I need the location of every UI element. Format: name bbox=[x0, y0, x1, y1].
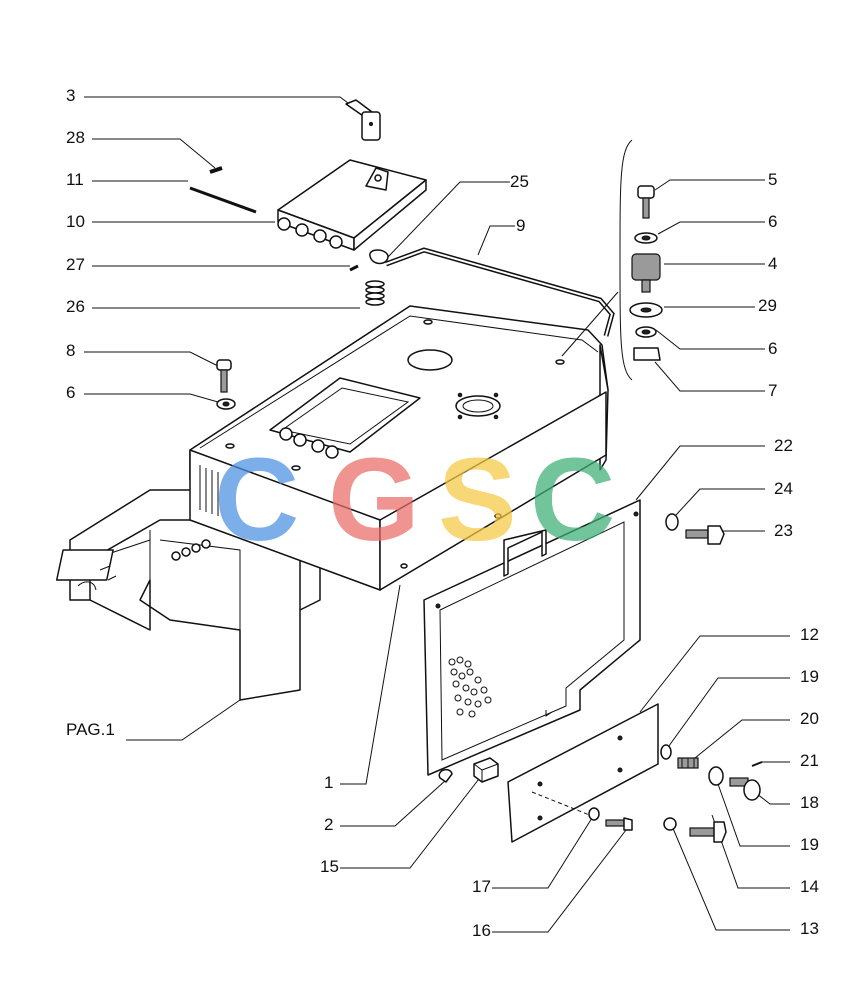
callout-27: 27 bbox=[66, 255, 85, 274]
part-3-lever-pin bbox=[345, 99, 381, 141]
leader-13 bbox=[671, 825, 790, 931]
callout-9: 9 bbox=[516, 216, 526, 235]
callout-15: 15 bbox=[320, 857, 339, 876]
leader-25 bbox=[387, 181, 510, 258]
part-19-washer-a bbox=[660, 744, 672, 760]
leader-28 bbox=[92, 138, 216, 169]
part-24-washer bbox=[665, 513, 679, 531]
callout-10: 10 bbox=[66, 212, 85, 231]
callout-14: 14 bbox=[800, 877, 819, 896]
part-8-bolt bbox=[216, 359, 232, 393]
part-4-rubber-mount bbox=[631, 253, 661, 281]
leader-20 bbox=[689, 719, 790, 763]
part-16-screw bbox=[605, 817, 633, 831]
part-5-bolt bbox=[637, 185, 655, 199]
part-13-nut bbox=[663, 817, 677, 831]
door-perforation bbox=[448, 656, 492, 718]
callout-19-bottom: 19 bbox=[800, 835, 819, 854]
leader-3 bbox=[84, 96, 361, 113]
part-2-clip bbox=[438, 768, 453, 783]
callout-6-left: 6 bbox=[66, 383, 76, 402]
callout-12: 12 bbox=[800, 625, 819, 644]
callout-7: 7 bbox=[768, 381, 778, 400]
leader-6a bbox=[84, 393, 219, 403]
callout-24: 24 bbox=[774, 479, 793, 498]
watermark-letter-s: S bbox=[438, 434, 517, 566]
leader-pag1 bbox=[126, 699, 241, 741]
part-21-pin bbox=[751, 761, 763, 767]
callout-pag1: PAG.1 bbox=[66, 720, 115, 739]
callout-6-top: 6 bbox=[768, 212, 778, 231]
callout-4: 4 bbox=[768, 254, 778, 273]
callout-22: 22 bbox=[774, 436, 793, 455]
callout-2: 2 bbox=[324, 815, 334, 834]
part-15-catch bbox=[473, 757, 499, 783]
part-14-screw bbox=[689, 821, 727, 843]
watermark-letter-c1: C bbox=[214, 434, 299, 566]
part-17-washer bbox=[588, 807, 600, 821]
part-27-pin bbox=[349, 264, 359, 272]
leader-2 bbox=[340, 779, 447, 827]
callout-26: 26 bbox=[66, 297, 85, 316]
callout-23: 23 bbox=[774, 521, 793, 540]
leader-24 bbox=[675, 488, 765, 516]
part-23-screw bbox=[685, 525, 725, 545]
callout-11: 11 bbox=[66, 170, 84, 189]
part-25-clip bbox=[369, 249, 389, 265]
main-hood bbox=[189, 305, 609, 591]
callout-16: 16 bbox=[472, 921, 491, 940]
callout-5: 5 bbox=[768, 170, 778, 189]
part-19-washer-b bbox=[708, 766, 724, 786]
watermark-letter-g: G bbox=[328, 434, 420, 566]
part-11-rod bbox=[189, 186, 257, 214]
leader-5 bbox=[654, 179, 765, 191]
latch-plate bbox=[507, 703, 659, 843]
leader-15 bbox=[340, 774, 483, 869]
callout-20: 20 bbox=[800, 709, 819, 728]
leader-6b bbox=[657, 221, 765, 235]
callout-17: 17 bbox=[472, 877, 491, 896]
callout-19-top: 19 bbox=[800, 667, 819, 686]
hatch-lid bbox=[277, 159, 427, 251]
callout-28: 28 bbox=[66, 128, 85, 147]
callout-3: 3 bbox=[66, 86, 76, 105]
leader-19a bbox=[665, 677, 790, 751]
callout-21: 21 bbox=[800, 751, 819, 770]
callout-29: 29 bbox=[758, 296, 777, 315]
leader-7 bbox=[654, 361, 765, 392]
leader-16 bbox=[492, 829, 627, 933]
callout-6-bottom: 6 bbox=[768, 339, 778, 358]
part-28-pin bbox=[209, 166, 223, 174]
callout-13: 13 bbox=[800, 919, 819, 938]
group-bracket bbox=[619, 139, 633, 381]
callout-25: 25 bbox=[510, 172, 529, 191]
leader-9 bbox=[477, 225, 515, 256]
leader-12 bbox=[639, 635, 790, 713]
leader-8 bbox=[84, 351, 219, 367]
callout-18: 18 bbox=[800, 793, 819, 812]
side-door bbox=[423, 499, 641, 776]
leader-1 bbox=[340, 584, 401, 785]
part-20-spring bbox=[677, 757, 699, 769]
mount-stack bbox=[629, 185, 663, 361]
leader-6c bbox=[655, 329, 765, 350]
part-18-knob bbox=[729, 777, 761, 801]
part-7-nut bbox=[633, 347, 661, 361]
leader-19b bbox=[717, 783, 790, 847]
leader-17 bbox=[492, 817, 593, 889]
leader-lines bbox=[84, 96, 790, 933]
watermark-letter-c2: C bbox=[530, 434, 615, 566]
leader-22 bbox=[635, 445, 765, 501]
callout-1: 1 bbox=[324, 773, 334, 792]
watermark: C G S C bbox=[214, 434, 615, 566]
part-26-spring bbox=[365, 280, 385, 306]
callout-8: 8 bbox=[66, 341, 76, 360]
